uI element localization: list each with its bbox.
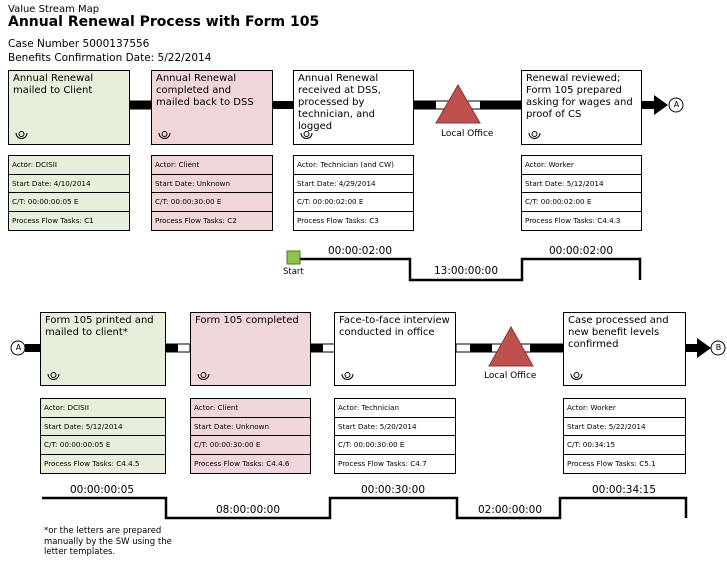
cycle-time-field: C/T: 00:34:15 <box>564 436 685 455</box>
connector-a-label: A <box>673 100 680 109</box>
push-arrow-4 <box>641 95 668 115</box>
process-box: Renewal reviewed; Form 105 prepared aski… <box>521 70 642 145</box>
connector-b-out <box>710 340 726 356</box>
timeline-2 <box>42 496 688 520</box>
flow-tasks-field: Process Flow Tasks: C4.7 <box>338 459 427 469</box>
connector-a-in-label: A <box>15 343 22 352</box>
data-box: Actor: Technician (and CW) Start Date: 4… <box>293 155 414 231</box>
flow-tasks-field: Process Flow Tasks: C4.4.5 <box>44 459 140 469</box>
data-box: Actor: DCISII Start Date: 4/10/2014 C/T:… <box>8 155 130 231</box>
process-box: Annual Renewal completed and mailed back… <box>151 70 273 145</box>
local-office-label-1: Local Office <box>441 129 494 139</box>
start-date-field: Start Date: 5/12/2014 <box>522 175 641 193</box>
inventory-triangle-2 <box>488 325 534 367</box>
timeline-label: 00:00:34:15 <box>591 484 657 496</box>
actor-field: Actor: DCISII <box>9 156 129 175</box>
process-box: Form 105 printed and mailed to client* <box>40 312 166 386</box>
timeline-label: 02:00:00:00 <box>477 504 543 516</box>
flow-tasks-field: Process Flow Tasks: C1 <box>12 216 94 226</box>
cycle-time-field: C/T: 00:00:00:05 E <box>41 436 165 455</box>
process-text: Face-to-face interview conducted in offi… <box>339 315 450 338</box>
flow-tasks-field: Process Flow Tasks: C5.1 <box>567 459 656 469</box>
local-office-label-2: Local Office <box>484 371 537 381</box>
data-box: Actor: Technician Start Date: 5/20/2014 … <box>334 398 456 474</box>
actor-field: Actor: Technician <box>335 399 455 418</box>
inventory-triangle-1 <box>435 84 481 124</box>
start-date-field: Start Date: 5/12/2014 <box>41 418 165 436</box>
case-number: Case Number 5000137556 <box>8 38 150 50</box>
start-label: Start <box>283 267 304 277</box>
actor-field: Actor: Worker <box>564 399 685 418</box>
timeline-label: 00:00:02:00 <box>548 245 614 257</box>
push-arrow-1 <box>129 100 153 110</box>
process-box: Annual Renewal mailed to Client <box>8 70 130 145</box>
operator-icon <box>528 131 541 139</box>
timeline-1 <box>300 257 642 282</box>
push-arrow-5 <box>25 344 41 352</box>
actor-field: Actor: Technician (and CW) <box>294 156 413 175</box>
start-date-field: Start Date: Unknown <box>191 418 310 436</box>
actor-field: Actor: Client <box>152 156 272 175</box>
actor-field: Actor: DCISII <box>41 399 165 418</box>
push-arrow-7 <box>310 343 336 353</box>
connector-a-out <box>668 97 684 113</box>
process-box: Annual Renewal received at DSS, processe… <box>293 70 414 145</box>
operator-icon <box>570 372 583 380</box>
operator-icon <box>341 372 354 380</box>
timeline-label: 00:00:00:05 <box>69 484 135 496</box>
operator-icon <box>15 131 28 139</box>
process-text: Annual Renewal received at DSS, processe… <box>298 73 381 132</box>
timeline-label: 13:00:00:00 <box>433 265 499 277</box>
push-arrow-9 <box>686 338 711 358</box>
confirmation-date: Benefits Confirmation Date: 5/22/2014 <box>8 52 212 64</box>
start-date-field: Start Date: 5/22/2014 <box>564 418 685 436</box>
map-type-label: Value Stream Map <box>8 4 100 15</box>
data-box: Actor: Client Start Date: Unknown C/T: 0… <box>190 398 311 474</box>
push-arrow-2 <box>273 101 293 109</box>
data-box: Actor: Client Start Date: Unknown C/T: 0… <box>151 155 273 231</box>
process-box: Case processed and new benefit levels co… <box>563 312 686 386</box>
process-text: Annual Renewal completed and mailed back… <box>156 73 254 108</box>
process-text: Case processed and new benefit levels co… <box>568 315 669 350</box>
connector-b-label: B <box>715 343 722 352</box>
cycle-time-field: C/T: 00:00:30:00 E <box>335 436 455 455</box>
page-title: Annual Renewal Process with Form 105 <box>8 14 320 30</box>
data-box: Actor: DCISII Start Date: 5/12/2014 C/T:… <box>40 398 166 474</box>
process-text: Annual Renewal mailed to Client <box>13 73 94 96</box>
timeline-label: 00:00:02:00 <box>327 245 393 257</box>
process-text: Form 105 completed <box>195 315 299 326</box>
flow-tasks-field: Process Flow Tasks: C4.4.3 <box>525 216 621 226</box>
timeline-label: 00:00:30:00 <box>360 484 426 496</box>
cycle-time-field: C/T: 00:00:00:05 E <box>9 193 129 212</box>
operator-icon <box>197 372 210 380</box>
process-text: Renewal reviewed; Form 105 prepared aski… <box>526 73 633 120</box>
operator-icon <box>47 372 60 380</box>
data-box: Actor: Worker Start Date: 5/22/2014 C/T:… <box>563 398 686 474</box>
start-date-field: Start Date: 5/20/2014 <box>335 418 455 436</box>
operator-icon <box>158 131 171 139</box>
process-box: Form 105 completed <box>190 312 311 386</box>
start-marker <box>286 250 301 265</box>
start-date-field: Start Date: Unknown <box>152 175 272 193</box>
flow-tasks-field: Process Flow Tasks: C4.4.6 <box>194 459 290 469</box>
process-text: Form 105 printed and mailed to client* <box>45 315 154 338</box>
cycle-time-field: C/T: 00:00:02:00 E <box>522 193 641 212</box>
flow-tasks-field: Process Flow Tasks: C3 <box>297 216 379 226</box>
cycle-time-field: C/T: 00:00:02:00 E <box>294 193 413 212</box>
timeline-label: 08:00:00:00 <box>215 504 281 516</box>
actor-field: Actor: Worker <box>522 156 641 175</box>
process-box: Face-to-face interview conducted in offi… <box>334 312 456 386</box>
start-date-field: Start Date: 4/10/2014 <box>9 175 129 193</box>
operator-icon <box>300 131 313 139</box>
start-date-field: Start Date: 4/29/2014 <box>294 175 413 193</box>
cycle-time-field: C/T: 00:00:30:00 E <box>191 436 310 455</box>
push-arrow-6 <box>165 343 191 353</box>
actor-field: Actor: Client <box>191 399 310 418</box>
footnote: *or the letters are prepared manually by… <box>44 526 172 557</box>
cycle-time-field: C/T: 00:00:30:00 E <box>152 193 272 212</box>
data-box: Actor: Worker Start Date: 5/12/2014 C/T:… <box>521 155 642 231</box>
flow-tasks-field: Process Flow Tasks: C2 <box>155 216 237 226</box>
